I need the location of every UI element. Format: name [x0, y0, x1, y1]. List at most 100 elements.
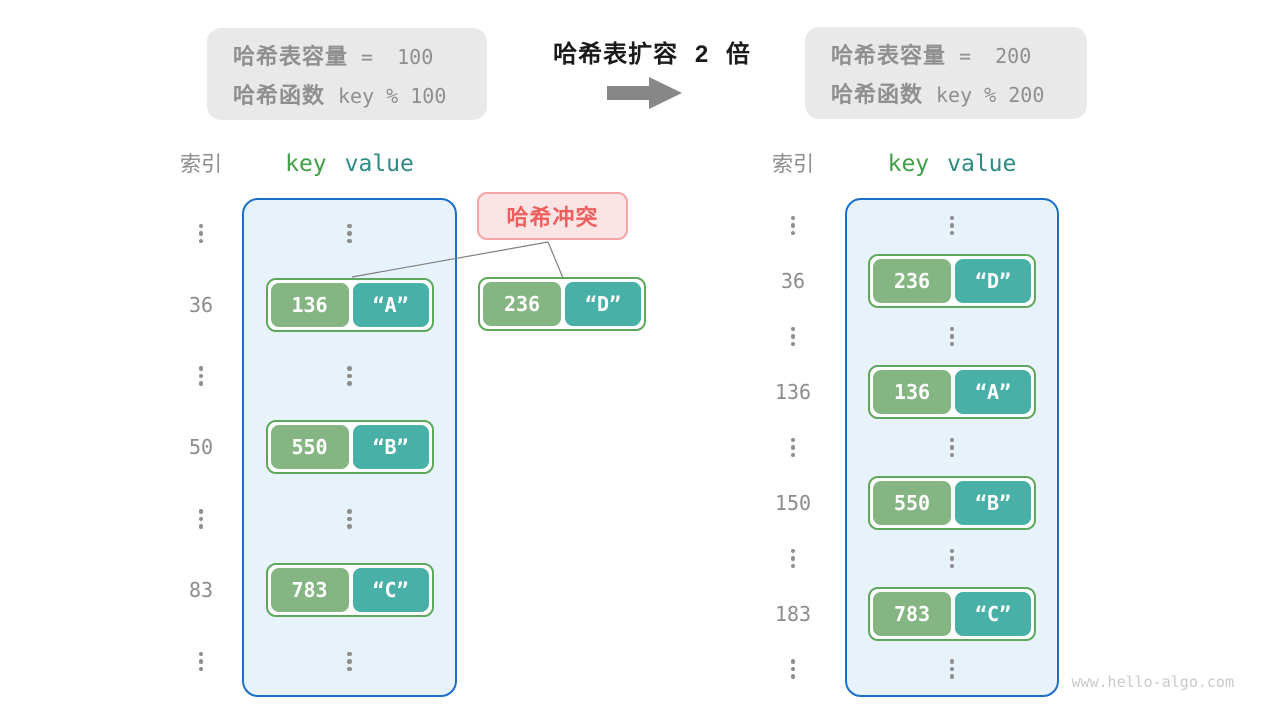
- bucket-cell: [242, 651, 457, 672]
- index-cell: [765, 326, 821, 347]
- kv-pair: 783“C”: [868, 586, 1036, 641]
- dot: [790, 548, 796, 554]
- right-arrow-icon: [607, 77, 682, 109]
- column-headers: 索引 key value: [173, 148, 457, 178]
- key-pill: 783: [873, 591, 951, 636]
- dot: [949, 659, 955, 664]
- ellipsis-dots: [198, 223, 204, 244]
- index-cell: [765, 659, 821, 679]
- index-column-header: 索引: [180, 153, 222, 176]
- table-row-ellipsis: [173, 341, 457, 412]
- value-column-header: value: [344, 151, 414, 177]
- dot: [790, 334, 796, 339]
- dot: [949, 437, 955, 443]
- hash-function-label: 哈希函数: [233, 82, 326, 108]
- key-pill: 783: [270, 568, 349, 613]
- value-column-header: value: [947, 151, 1017, 177]
- key-pill: 136: [873, 370, 951, 415]
- dot: [790, 659, 796, 664]
- bucket-cell: [845, 548, 1059, 569]
- ellipsis-dots: [198, 366, 204, 386]
- table-row-ellipsis: [765, 198, 1059, 253]
- dot: [198, 516, 204, 522]
- bucket-cell: [845, 437, 1059, 458]
- dot: [198, 223, 204, 229]
- ellipsis-dots: [790, 215, 796, 236]
- index-cell: [173, 651, 229, 672]
- bucket-cell: 136“A”: [242, 277, 457, 332]
- capacity-card-after: 哈希表容量 = 200 哈希函数 key % 200: [805, 27, 1087, 119]
- table-row-ellipsis: [173, 198, 457, 269]
- dot: [347, 373, 352, 379]
- table-row: 183 783“C”: [765, 586, 1059, 641]
- transition-title: 哈希表扩容 2 倍: [553, 41, 751, 68]
- ellipsis-dots: [790, 548, 796, 569]
- hash-function-line: 哈希函数 key % 100: [233, 78, 487, 110]
- dot: [949, 230, 955, 236]
- dot: [347, 666, 352, 672]
- index-column-header: 索引: [772, 153, 814, 176]
- index-label: 150: [774, 490, 812, 515]
- kv-pair: 136“A”: [868, 365, 1036, 420]
- kv-pair: 550“B”: [868, 475, 1036, 530]
- dot: [347, 509, 352, 514]
- dot: [347, 366, 352, 371]
- bucket-cell: 783“C”: [242, 563, 457, 618]
- kv-pair: 783“C”: [265, 563, 434, 618]
- dot: [198, 651, 204, 657]
- index-cell: 36: [173, 293, 229, 317]
- dot: [949, 223, 955, 228]
- index-cell: [765, 548, 821, 569]
- dot: [790, 215, 796, 221]
- table-row: 36 136“A”: [173, 269, 457, 340]
- ellipsis-dots: [347, 366, 352, 386]
- dot: [347, 651, 352, 657]
- ellipsis-dots: [347, 651, 352, 672]
- kv-pair: 236“D”: [478, 277, 646, 331]
- dot: [949, 666, 955, 672]
- dot: [198, 373, 204, 379]
- capacity-value: = 100: [361, 44, 434, 69]
- key-column-header: key: [285, 151, 327, 177]
- dot: [790, 341, 796, 347]
- value-pill: “C”: [352, 568, 429, 613]
- ellipsis-dots: [347, 223, 352, 244]
- dot: [347, 231, 352, 236]
- dot: [198, 509, 204, 514]
- key-pill: 550: [270, 425, 349, 470]
- dot: [949, 341, 955, 347]
- dot: [790, 437, 796, 443]
- value-pill: “D”: [955, 259, 1031, 304]
- dot: [347, 223, 352, 229]
- capacity-label: 哈希表容量: [831, 42, 947, 68]
- bucket-cell: [845, 215, 1059, 236]
- value-pill: “B”: [955, 480, 1031, 525]
- bucket-cell: 236“D”: [845, 254, 1059, 309]
- value-pill: “B”: [352, 425, 429, 470]
- key-pill: 550: [873, 480, 951, 525]
- index-cell: 36: [765, 269, 821, 293]
- dot: [198, 666, 204, 672]
- ellipsis-dots: [949, 659, 955, 679]
- index-label: 36: [780, 269, 806, 294]
- dot: [790, 230, 796, 236]
- dot: [790, 674, 796, 679]
- dot: [949, 556, 955, 561]
- bucket-cell: 550“B”: [845, 475, 1059, 530]
- table-row-ellipsis: [173, 626, 457, 697]
- dot: [949, 334, 955, 339]
- capacity-card-before: 哈希表容量 = 100 哈希函数 key % 100: [207, 28, 487, 120]
- capacity-label: 哈希表容量: [233, 43, 349, 69]
- ellipsis-dots: [949, 326, 955, 347]
- dot: [198, 381, 204, 386]
- key-column-header: key: [887, 151, 930, 177]
- ellipsis-dots: [949, 215, 955, 236]
- key-value-column-headers: key value: [845, 151, 1059, 177]
- index-label: 183: [774, 601, 812, 626]
- dot: [790, 556, 796, 561]
- key-pill: 136: [270, 282, 349, 327]
